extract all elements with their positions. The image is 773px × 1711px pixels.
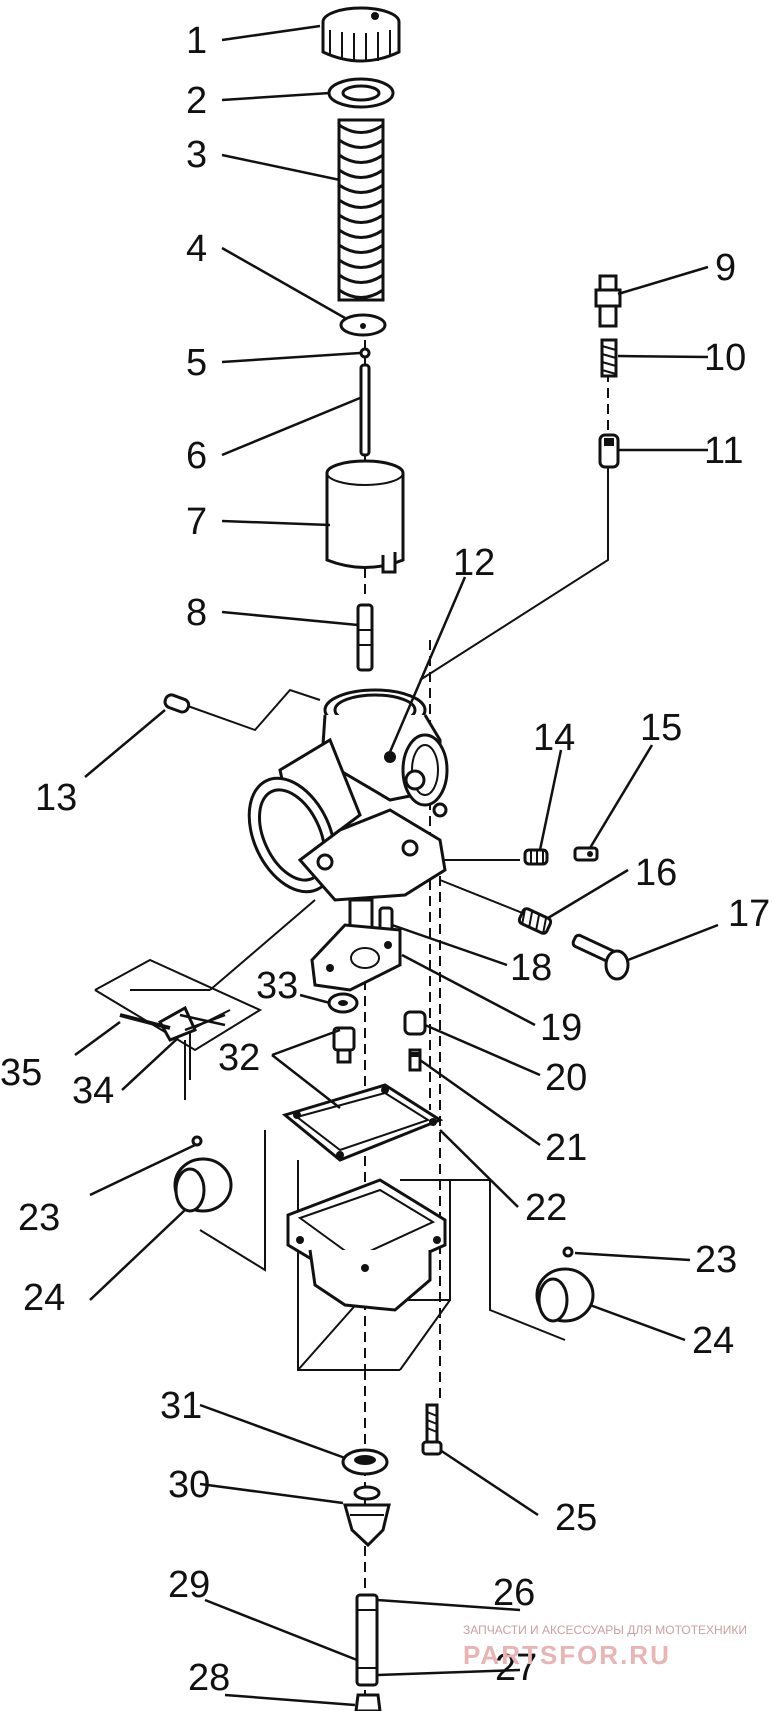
- part-15-screw: [573, 846, 599, 862]
- watermark-tagline: ЗАПЧАСТИ И АКСЕССУАРЫ ДЛЯ МОТОТЕХНИКИ: [463, 1623, 747, 1637]
- part-21-jet: [408, 1048, 422, 1072]
- part-6-needle: [359, 363, 371, 457]
- callout-5: 5: [186, 342, 207, 384]
- part-33-washer: [327, 992, 359, 1014]
- part-35-pin: [119, 1013, 171, 1030]
- callout-23-right: 23: [695, 1239, 737, 1281]
- callout-labels: 1 2 3 4 5 6 7 8 9 10 11 12 13 14 15 16 1…: [0, 20, 770, 1699]
- part-26-27-29-tube: [355, 1593, 379, 1687]
- callout-13: 13: [35, 777, 77, 819]
- callout-34: 34: [72, 1070, 114, 1112]
- callout-24-right: 24: [692, 1320, 734, 1362]
- part-28-drain-plug: [354, 1693, 382, 1711]
- part-8-needle-jet: [356, 603, 374, 672]
- callout-20: 20: [545, 1057, 587, 1099]
- callout-19: 19: [540, 1007, 582, 1049]
- callout-29: 29: [168, 1564, 210, 1606]
- callout-30: 30: [168, 1464, 210, 1506]
- part-30-holder: [343, 1485, 391, 1548]
- callout-12: 12: [453, 542, 495, 584]
- callout-27: 27: [495, 1647, 537, 1689]
- callout-21: 21: [545, 1127, 587, 1169]
- callout-10: 10: [704, 337, 746, 379]
- callout-17: 17: [728, 893, 770, 935]
- part-20-jet: [403, 1010, 427, 1036]
- part-16-spring: [517, 907, 553, 935]
- leader-lines: [74, 24, 719, 1707]
- part-13-pin: [163, 693, 191, 714]
- callout-4: 4: [186, 228, 207, 270]
- callout-23-left: 23: [18, 1197, 60, 1239]
- callout-16: 16: [635, 852, 677, 894]
- part-31-washer: [341, 1448, 389, 1476]
- part-25-screw: [421, 1403, 443, 1456]
- part-4-retainer: [339, 313, 387, 337]
- part-10-spring: [600, 338, 618, 378]
- callout-22: 22: [525, 1187, 567, 1229]
- part-34-float-arm: [157, 1005, 226, 1042]
- part-22-gasket: [281, 1083, 444, 1162]
- callout-31: 31: [160, 1385, 202, 1427]
- callout-9: 9: [715, 247, 736, 289]
- callout-2: 2: [186, 80, 207, 122]
- part-24-float-right: [535, 1267, 595, 1323]
- part-1-cap: [321, 6, 401, 63]
- part-23-screw-left: [191, 1135, 203, 1147]
- part-3-spring: [337, 118, 385, 302]
- part-17-screw: [571, 933, 630, 981]
- callout-26: 26: [493, 1572, 535, 1614]
- part-19-gasket: [310, 923, 402, 992]
- part-9-fitting: [594, 274, 622, 328]
- callout-33: 33: [256, 965, 298, 1007]
- part-2-washer: [327, 77, 395, 109]
- carburetor-body: [247, 688, 449, 938]
- part-float-bowl: [286, 1178, 447, 1312]
- callout-14: 14: [533, 717, 575, 759]
- part-23-screw-right: [562, 1246, 574, 1258]
- callout-6: 6: [186, 435, 207, 477]
- part-5-clip: [359, 347, 371, 359]
- callout-24-left: 24: [23, 1277, 65, 1319]
- callout-8: 8: [186, 592, 207, 634]
- part-11-plunger: [598, 433, 620, 469]
- callout-18: 18: [510, 947, 552, 989]
- part-24-float-left: [173, 1157, 233, 1213]
- callout-28: 28: [188, 1657, 230, 1699]
- callout-3: 3: [186, 134, 207, 176]
- part-7-slide: [325, 459, 405, 574]
- callout-32: 32: [218, 1037, 260, 1079]
- callout-15: 15: [640, 707, 682, 749]
- callout-7: 7: [186, 501, 207, 543]
- part-14-spring: [523, 848, 549, 866]
- callout-35: 35: [0, 1052, 42, 1094]
- watermark-logo: PARTSFOR.RU: [463, 1640, 671, 1670]
- callout-1: 1: [186, 20, 207, 62]
- watermark: ЗАПЧАСТИ И АКСЕССУАРЫ ДЛЯ МОТОТЕХНИКИ PA…: [463, 1623, 747, 1670]
- callout-11: 11: [704, 430, 743, 472]
- callout-25: 25: [555, 1497, 597, 1539]
